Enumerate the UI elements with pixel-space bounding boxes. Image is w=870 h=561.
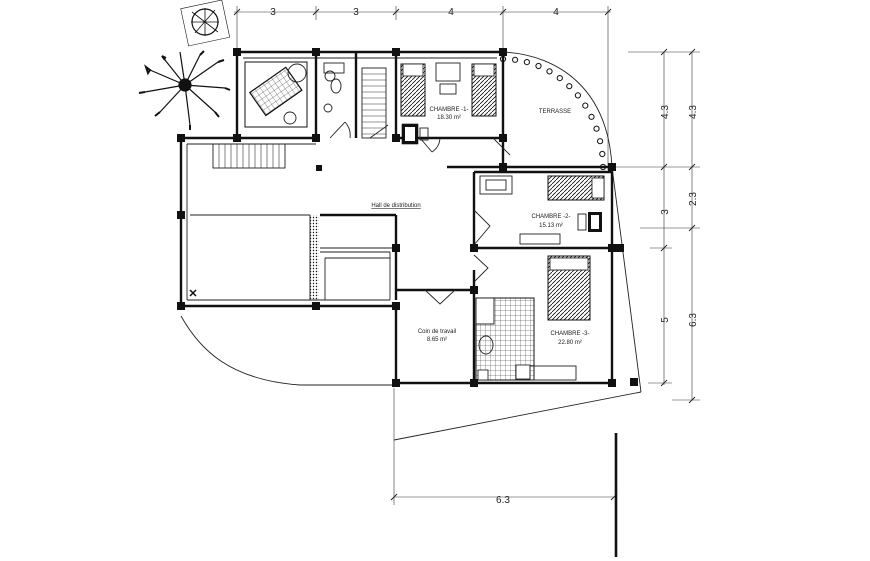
planter-icon — [546, 68, 553, 75]
bathroom-fixtures — [244, 61, 535, 381]
right-outer-dimension-2: 2.3 — [688, 192, 699, 206]
bedroom-1-furniture — [400, 62, 497, 145]
top-dimension-4: 4 — [553, 7, 559, 18]
chambre-3-name: CHAMBRE -3- — [550, 331, 589, 337]
right-inner-dimension-3: 5 — [660, 317, 671, 323]
coin-travail-area: 8.65 m² — [427, 337, 447, 343]
bedroom-3-furniture — [529, 255, 591, 381]
tree-icon — [138, 50, 231, 130]
planter-icon — [599, 150, 606, 158]
planter-icon — [582, 102, 589, 109]
chambre-2-name: CHAMBRE -2- — [531, 214, 570, 220]
planter-icon — [523, 59, 531, 66]
top-dimension-2: 3 — [353, 7, 359, 18]
chambre-1-name: CHAMBRE -1- — [429, 107, 468, 113]
planter-icon — [566, 83, 573, 90]
right-inner-dimension-2: 3 — [660, 209, 671, 215]
site-outline — [180, 51, 642, 441]
plant-icon — [180, 0, 231, 47]
planter-icon — [593, 125, 600, 132]
planter-icon — [597, 138, 604, 145]
planter-icon — [535, 62, 542, 70]
top-dimension-3: 4 — [448, 7, 454, 18]
hall-label: Hall de distribution — [371, 203, 420, 209]
planter-icon — [574, 92, 582, 99]
interior-walls — [190, 52, 612, 383]
planter-icon — [599, 163, 607, 171]
bedroom-2-furniture — [479, 175, 605, 245]
planter-icon — [556, 75, 563, 82]
terrasse-label: TERRASSE — [539, 109, 571, 115]
exterior-walls — [179, 50, 614, 385]
top-dimension-1: 3 — [270, 7, 276, 18]
bottom-dimension: 6.3 — [390, 388, 618, 557]
chambre-3-area: 22.80 m² — [558, 340, 582, 346]
planter-icon — [588, 113, 595, 120]
room-labels: CHAMBRE -1- 18.30 m² TERRASSE Hall de di… — [371, 107, 589, 346]
coin-travail-name: Coin de travail — [418, 329, 456, 335]
north-mark — [189, 289, 197, 297]
staircase — [212, 67, 387, 169]
terrace-planters — [499, 55, 607, 171]
planter-icon — [512, 56, 519, 63]
bottom-dimension-label: 6.3 — [496, 495, 510, 506]
planter-icon — [499, 55, 507, 63]
top-dimension-chain: 3 3 4 4 — [233, 6, 612, 170]
right-outer-dimension-3: 6.3 — [688, 313, 699, 327]
chambre-1-area: 18.30 m² — [437, 115, 461, 121]
right-outer-dimension-1: 4.3 — [688, 105, 699, 119]
chambre-2-area: 15.13 m² — [539, 223, 563, 229]
right-dimension-chain: 4.3 3 5 4.3 2.3 6.3 — [608, 48, 700, 404]
structural-columns — [177, 48, 638, 387]
right-inner-dimension-1: 4.3 — [660, 105, 671, 119]
doors — [329, 121, 511, 305]
